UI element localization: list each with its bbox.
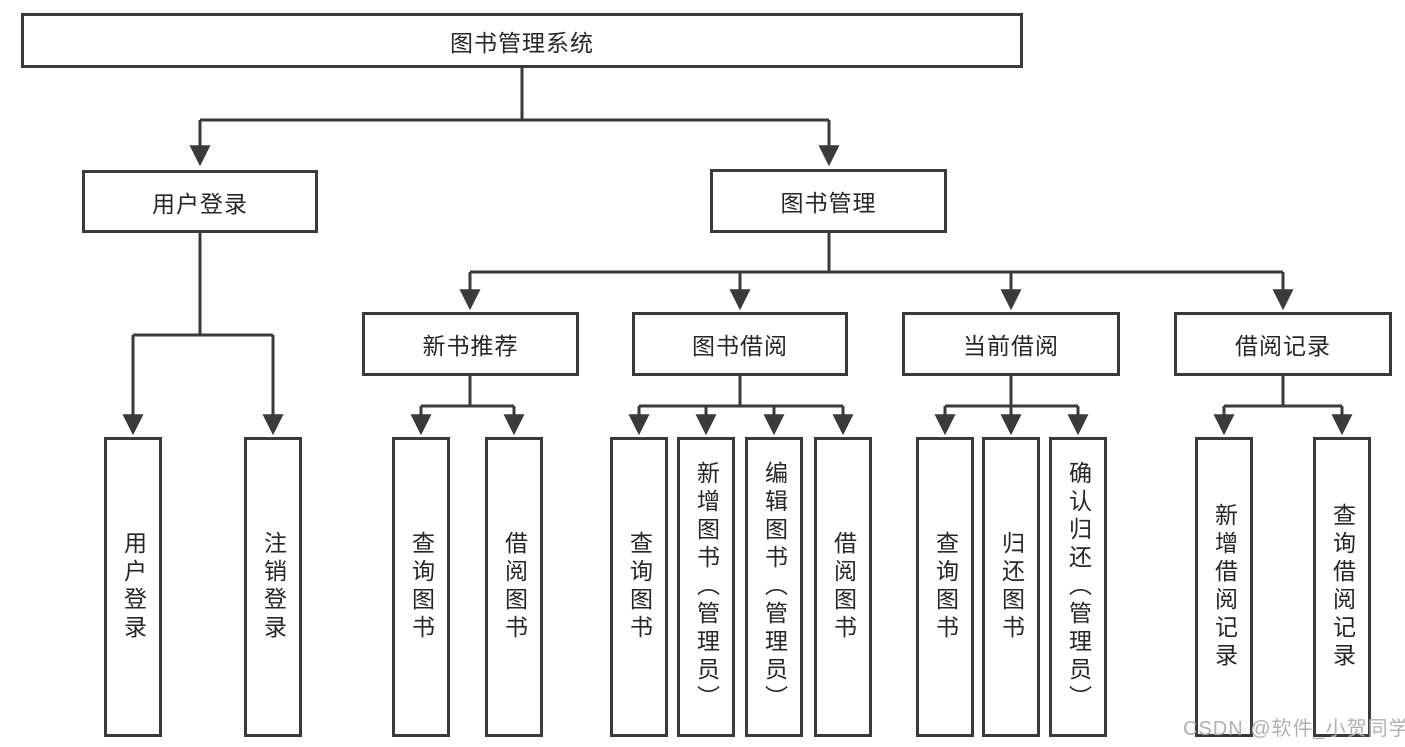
leaf-label: 确认归还（管理员） xyxy=(1065,461,1092,713)
leaf-label: 借阅图书 xyxy=(830,531,857,643)
node-label: 借阅记录 xyxy=(1235,333,1331,359)
leaf-label: 注销登录 xyxy=(260,531,287,643)
leaf-query-books-recommend: 查询图书 xyxy=(392,437,450,737)
leaf-label: 查询图书 xyxy=(932,531,959,643)
node-root-system: 图书管理系统 xyxy=(21,13,1023,68)
leaf-label: 用户登录 xyxy=(120,531,147,643)
leaf-borrow-books: 借阅图书 xyxy=(814,437,872,737)
leaf-query-books-borrow: 查询图书 xyxy=(610,437,668,737)
leaf-label: 借阅图书 xyxy=(501,531,528,643)
node-label: 用户登录 xyxy=(152,190,248,217)
node-root-label: 图书管理系统 xyxy=(450,29,594,56)
leaf-add-book-admin: 新增图书（管理员） xyxy=(677,437,735,737)
node-label: 当前借阅 xyxy=(963,333,1059,359)
node-book-management: 图书管理 xyxy=(710,169,947,233)
node-book-borrow: 图书借阅 xyxy=(632,312,848,376)
node-current-borrow: 当前借阅 xyxy=(902,312,1120,376)
leaf-confirm-return-admin: 确认归还（管理员） xyxy=(1049,437,1107,737)
node-label: 新书推荐 xyxy=(422,333,519,359)
node-new-book-recommend: 新书推荐 xyxy=(362,312,579,376)
leaf-label: 查询图书 xyxy=(408,531,435,643)
node-user-login: 用户登录 xyxy=(82,170,318,233)
leaf-edit-book-admin: 编辑图书（管理员） xyxy=(745,437,803,737)
leaf-label: 查询图书 xyxy=(626,531,653,643)
node-label: 图书借阅 xyxy=(692,333,788,359)
leaf-add-borrow-record: 新增借阅记录 xyxy=(1195,437,1253,737)
leaf-logout: 注销登录 xyxy=(244,437,302,737)
leaf-label: 查询借阅记录 xyxy=(1329,503,1356,671)
node-borrow-records: 借阅记录 xyxy=(1174,312,1392,376)
leaf-user-login: 用户登录 xyxy=(104,437,162,737)
leaf-label: 新增图书（管理员） xyxy=(693,461,720,713)
leaf-return-book: 归还图书 xyxy=(982,437,1040,737)
leaf-borrow-books-recommend: 借阅图书 xyxy=(485,437,543,737)
leaf-label: 新增借阅记录 xyxy=(1211,503,1238,671)
node-label: 图书管理 xyxy=(780,190,877,216)
leaf-query-borrow-record: 查询借阅记录 xyxy=(1313,437,1371,737)
csdn-watermark: CSDN @软件_小贺同学 xyxy=(1183,718,1405,740)
leaf-label: 编辑图书（管理员） xyxy=(761,461,788,713)
leaf-query-books-current: 查询图书 xyxy=(916,437,974,737)
leaf-label: 归还图书 xyxy=(998,531,1025,643)
